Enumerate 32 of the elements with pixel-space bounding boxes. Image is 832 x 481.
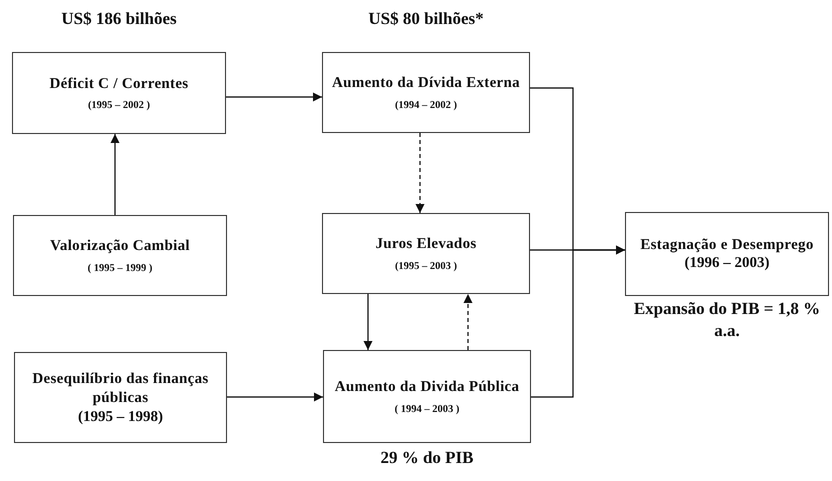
arrow <box>364 294 372 350</box>
year-range: (1995 – 1998) <box>78 408 163 426</box>
annotation-text: 29 % do PIB <box>379 447 475 469</box>
process-box <box>13 215 227 296</box>
box-title: Juros Elevados <box>375 235 477 254</box>
process-box <box>322 213 530 294</box>
box-title: Desequilíbrio das finanças públicas <box>31 370 210 408</box>
year-range: (1994 – 2002 ) <box>394 100 458 111</box>
process-box <box>625 212 829 296</box>
annotation-text: US$ 186 bilhões <box>60 8 178 30</box>
process-box <box>323 350 531 443</box>
box-title: Déficit C / Correntes <box>50 74 188 94</box>
year-range: ( 1994 – 2003 ) <box>394 404 460 415</box>
process-box <box>14 352 227 443</box>
year-range: (1995 – 2002 ) <box>88 100 150 112</box>
year-range: (1996 – 2003) <box>684 255 770 272</box>
arrow <box>416 133 424 213</box>
annotation-text: Expansão do PIB = 1,8 % a.a. <box>632 298 822 342</box>
box-title: Estagnação e Desemprego <box>640 236 814 255</box>
arrow <box>531 246 625 398</box>
arrow <box>464 294 472 350</box>
box-title: Valorização Cambial <box>50 237 190 256</box>
process-box <box>12 52 226 134</box>
box-title: Aumento da Divida Pública <box>334 378 520 398</box>
arrow <box>226 92 322 102</box>
arrow <box>110 134 120 215</box>
box-title: Aumento da Dívida Externa <box>332 74 520 94</box>
year-range: (1995 – 2003 ) <box>394 260 458 272</box>
annotation-text: US$ 80 bilhões* <box>367 8 485 30</box>
arrow <box>227 392 323 402</box>
year-range: ( 1995 – 1999 ) <box>88 262 152 274</box>
process-box <box>322 52 530 133</box>
